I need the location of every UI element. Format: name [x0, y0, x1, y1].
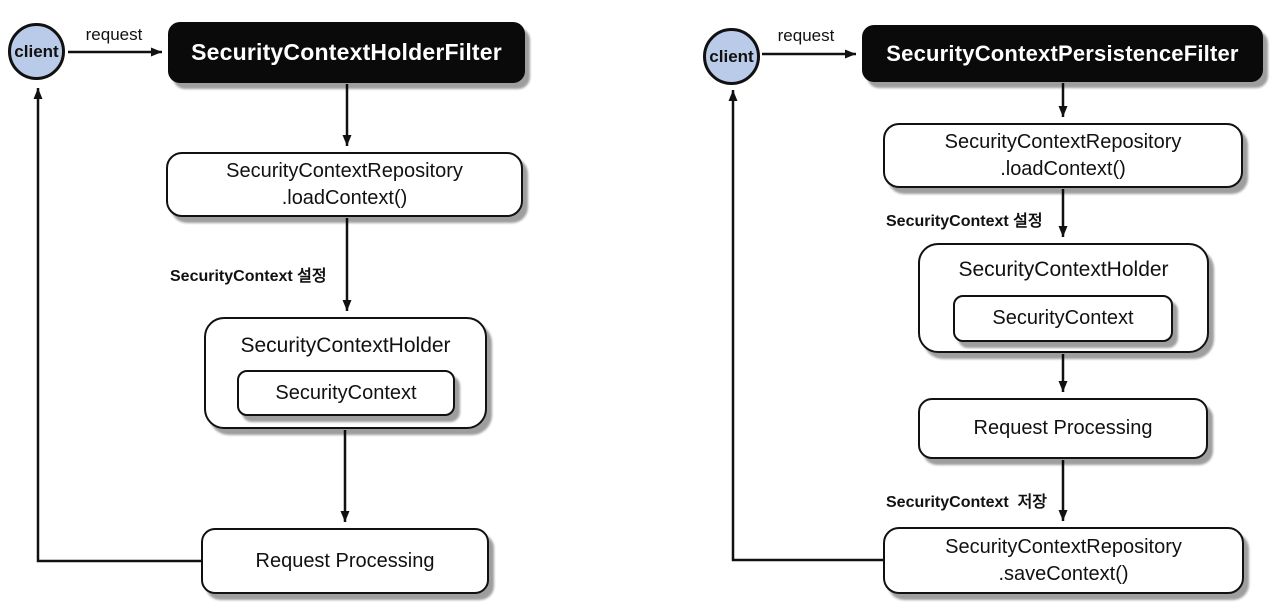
- security-context-holder-filter-box: SecurityContextHolderFilter: [168, 22, 525, 83]
- holder-title: SecurityContextHolder: [958, 258, 1169, 281]
- repository-name: SecurityContextRepository: [226, 159, 463, 182]
- left-return-to-client-line: [33, 88, 201, 563]
- client-node: client: [703, 28, 760, 85]
- security-context-save-label: SecurityContext 저장: [886, 494, 1048, 511]
- security-context-set-label: SecurityContext 설정: [170, 268, 327, 285]
- request-edge-label: request: [777, 26, 835, 45]
- security-context-set-label: SecurityContext 설정: [886, 213, 1043, 230]
- load-context-method: .loadContext(): [281, 186, 408, 209]
- security-context-box: SecurityContext: [953, 295, 1173, 342]
- client-node: client: [8, 23, 65, 80]
- save-context-method: .saveContext(): [998, 562, 1129, 585]
- right-return-to-client-line: [728, 90, 883, 562]
- repository-load-context-box: SecurityContextRepository .loadContext(): [166, 152, 523, 217]
- repository-name: SecurityContextRepository: [945, 535, 1182, 558]
- load-context-method: .loadContext(): [1000, 157, 1126, 180]
- request-processing-box: Request Processing: [918, 398, 1208, 459]
- request-processing-box: Request Processing: [201, 528, 489, 594]
- security-context-box: SecurityContext: [237, 370, 455, 416]
- repository-save-context-box: SecurityContextRepository .saveContext(): [883, 527, 1244, 594]
- repository-name: SecurityContextRepository: [944, 130, 1182, 153]
- request-edge-label: request: [85, 25, 143, 44]
- repository-load-context-box: SecurityContextRepository .loadContext(): [883, 123, 1243, 188]
- security-context-persistence-filter-box: SecurityContextPersistenceFilter: [862, 25, 1263, 82]
- holder-title: SecurityContextHolder: [240, 334, 451, 357]
